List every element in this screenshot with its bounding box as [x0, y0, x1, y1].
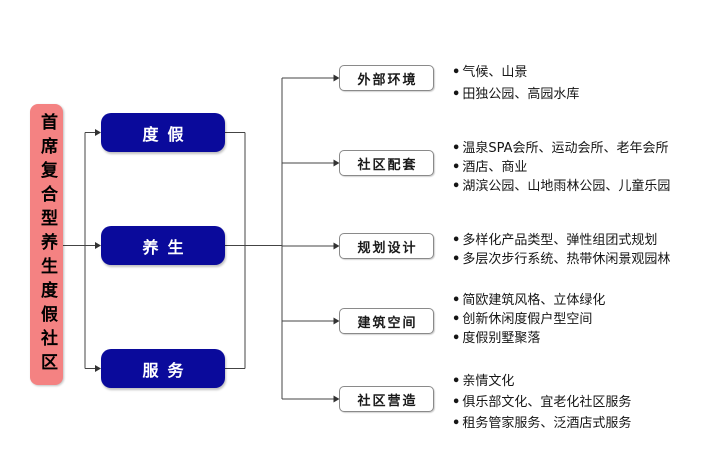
bullet-item: 湖滨公园、山地雨林公园、儿童乐园: [452, 177, 720, 196]
branch-label: 养生: [142, 237, 193, 257]
bullet-item: 田独公园、高园水库: [452, 84, 720, 106]
category-node-building-space: 建筑空间: [339, 308, 434, 334]
connector-branches-to-categories: [225, 77, 334, 400]
bullet-item: 酒店、商业: [452, 158, 720, 177]
branch-label: 度假: [142, 124, 193, 144]
bullet-item: 创新休闲度假户型空间: [452, 310, 720, 329]
bullet-item: 俱乐部文化、宜老化社区服务: [452, 392, 720, 413]
branch-label: 服务: [142, 360, 193, 380]
category-node-community-facilities: 社区配套: [339, 150, 434, 176]
root-node-label: 首席复合型养生度假社区: [37, 112, 57, 377]
bullet-item: 多层次步行系统、热带休闲景观园林: [452, 250, 720, 269]
bullet-item: 度假别墅聚落: [452, 329, 720, 348]
connector-root-to-branches: [63, 132, 95, 369]
bullet-item: 亲情文化: [452, 371, 720, 392]
category-node-planning-design: 规划设计: [339, 233, 434, 259]
branch-node-vacation: 度假: [101, 113, 225, 152]
bullet-item: 多样化产品类型、弹性组团式规划: [452, 231, 720, 250]
branch-node-service: 服务: [101, 349, 225, 388]
bullet-group-building-space: 简欧建筑风格、立体绿化 创新休闲度假户型空间 度假别墅聚落: [452, 291, 720, 348]
bullet-group-external-environment: 气候、山景 田独公园、高园水库: [452, 62, 720, 106]
root-node-community-positioning: 首席复合型养生度假社区: [30, 104, 63, 385]
category-label: 建筑空间: [357, 315, 418, 331]
branch-node-wellness: 养生: [101, 226, 225, 265]
category-label: 规划设计: [357, 240, 418, 256]
bullet-item: 温泉SPA会所、运动会所、老年会所: [452, 139, 720, 158]
arrowheads-branches: [95, 129, 101, 372]
category-node-community-building: 社区营造: [339, 386, 434, 412]
category-label: 外部环境: [357, 72, 418, 88]
bullet-group-community-facilities: 温泉SPA会所、运动会所、老年会所 酒店、商业 湖滨公园、山地雨林公园、儿童乐园: [452, 139, 720, 196]
category-label: 社区营造: [357, 393, 418, 409]
bullet-group-planning-design: 多样化产品类型、弹性组团式规划 多层次步行系统、热带休闲景观园林: [452, 231, 720, 269]
bullet-item: 简欧建筑风格、立体绿化: [452, 291, 720, 310]
category-node-external-environment: 外部环境: [339, 65, 434, 91]
arrowheads-categories: [333, 74, 340, 403]
bullet-item: 气候、山景: [452, 62, 720, 84]
category-label: 社区配套: [357, 157, 418, 173]
bullet-item: 租务管家服务、泛酒店式服务: [452, 413, 720, 434]
bullet-group-community-building: 亲情文化 俱乐部文化、宜老化社区服务 租务管家服务、泛酒店式服务: [452, 371, 720, 434]
